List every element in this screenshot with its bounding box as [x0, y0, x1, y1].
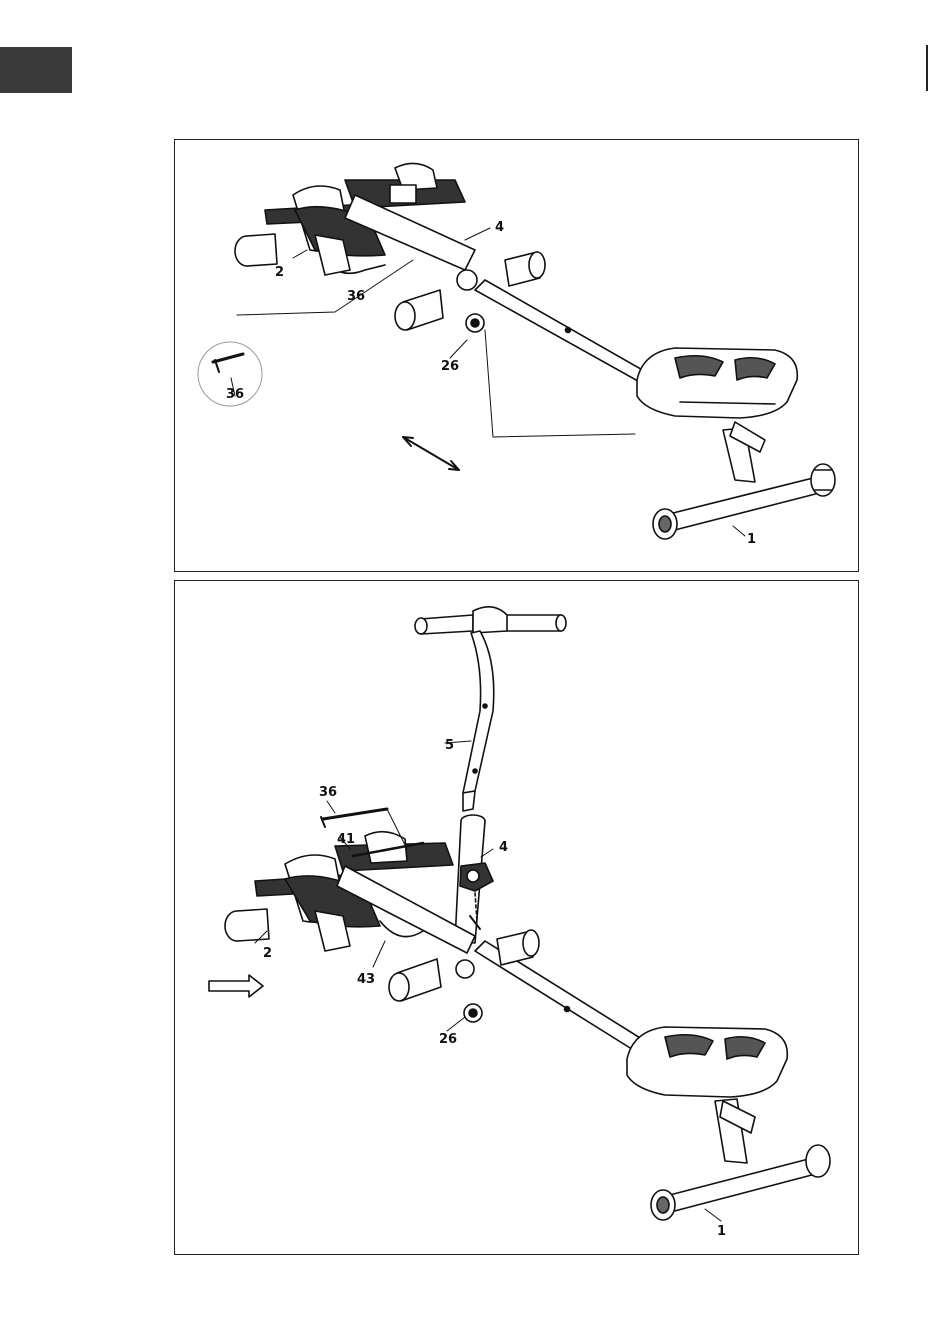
callout-1: 1 — [747, 532, 756, 547]
rower-assembly-illustration-bottom: 5 36 41 4 2 43 26 1 — [175, 581, 858, 1254]
main-rail — [475, 280, 653, 385]
callout-4: 4 — [499, 840, 508, 855]
seat — [637, 348, 797, 418]
front-mechanism — [265, 163, 484, 332]
page-edge-marker — [926, 45, 928, 91]
rower-assembly-illustration-top: 2 36 36 4 26 1 — [175, 140, 858, 571]
callout-5: 5 — [445, 738, 454, 753]
callout-36-detail: 36 — [226, 387, 244, 402]
callout-1: 1 — [717, 1224, 726, 1239]
front-mechanism — [255, 832, 482, 1022]
callout-26: 26 — [441, 359, 459, 374]
callout-2: 2 — [263, 946, 272, 961]
direction-arrow — [209, 975, 263, 997]
callout-2: 2 — [275, 265, 284, 280]
callout-36: 36 — [347, 289, 365, 304]
leader-lines — [255, 741, 721, 1221]
callout-43: 43 — [357, 972, 375, 987]
seat — [627, 1027, 787, 1097]
assembly-step-top-panel: 2 36 36 4 26 1 — [174, 139, 859, 572]
rear-stabilizer — [651, 1099, 830, 1220]
callout-26: 26 — [439, 1032, 457, 1047]
console-mount — [455, 815, 493, 943]
motion-double-arrow — [403, 437, 459, 470]
rear-stabilizer — [653, 422, 835, 539]
callout-36: 36 — [319, 785, 337, 800]
front-knob — [235, 234, 277, 266]
callout-4: 4 — [495, 220, 504, 235]
handlebar — [415, 607, 566, 811]
section-tab — [0, 47, 72, 93]
callout-41: 41 — [337, 832, 355, 847]
assembly-step-bottom-panel: 5 36 41 4 2 43 26 1 — [174, 580, 859, 1255]
